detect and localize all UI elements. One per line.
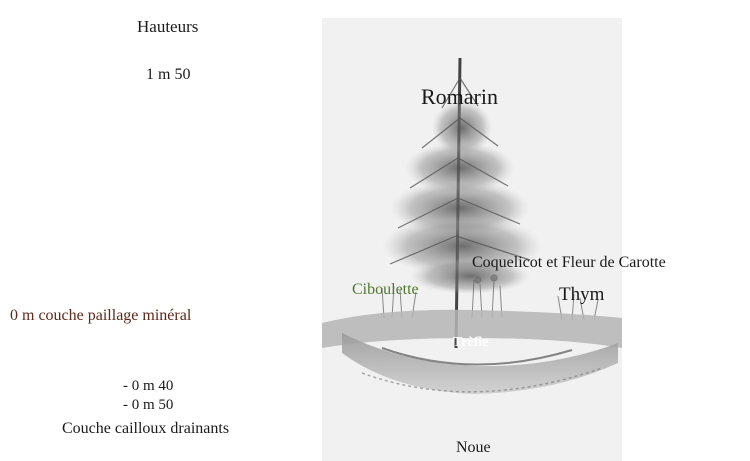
ciboulette-label: Ciboulette (352, 282, 419, 298)
thym-label: Thym (559, 285, 604, 304)
drain-layer-label: Couche cailloux drainants (62, 421, 229, 437)
trefle-label: Trèfle (453, 336, 489, 350)
depth-40-label: - 0 m 40 (123, 379, 173, 394)
romarin-label: Romarin (421, 86, 498, 108)
height-top-label: 1 m 50 (146, 67, 190, 83)
heights-title: Hauteurs (137, 18, 198, 35)
depth-50-label: - 0 m 50 (123, 398, 173, 413)
noue-label: Noue (456, 440, 491, 456)
height-zero-label: 0 m couche paillage minéral (10, 308, 191, 324)
ground-layers-drawing (322, 310, 622, 394)
coquelicot-label: Coquelicot et Fleur de Carotte (472, 255, 666, 271)
